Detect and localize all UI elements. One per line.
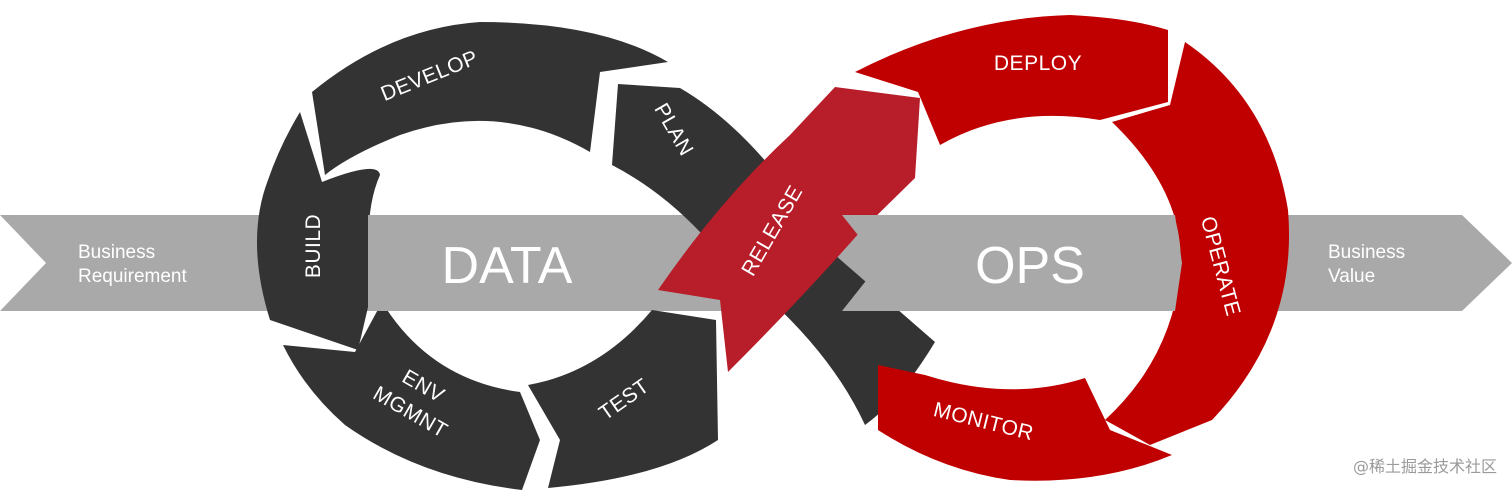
build-segment (256, 112, 380, 350)
flow-arrow-inner-right (842, 215, 1182, 311)
data-title: DATA (442, 237, 573, 295)
output-label-line2: Value (1328, 266, 1375, 287)
watermark: @稀土掘金技术社区 (1353, 457, 1497, 476)
test-segment (528, 310, 718, 488)
input-label-line1: Business (78, 242, 155, 263)
monitor-segment (878, 365, 1172, 481)
deploy-segment (855, 15, 1168, 145)
release-segment (658, 87, 920, 372)
input-label-line2: Requirement (78, 266, 187, 287)
deploy-label: DEPLOY (994, 52, 1082, 75)
env-segment (283, 302, 540, 490)
build-label: BUILD (302, 214, 325, 278)
ops-title: OPS (975, 237, 1085, 295)
develop-segment (312, 22, 668, 175)
flow-arrow-inner-left (368, 215, 668, 311)
output-label-line1: Business (1328, 242, 1405, 263)
operate-segment (1105, 42, 1290, 445)
